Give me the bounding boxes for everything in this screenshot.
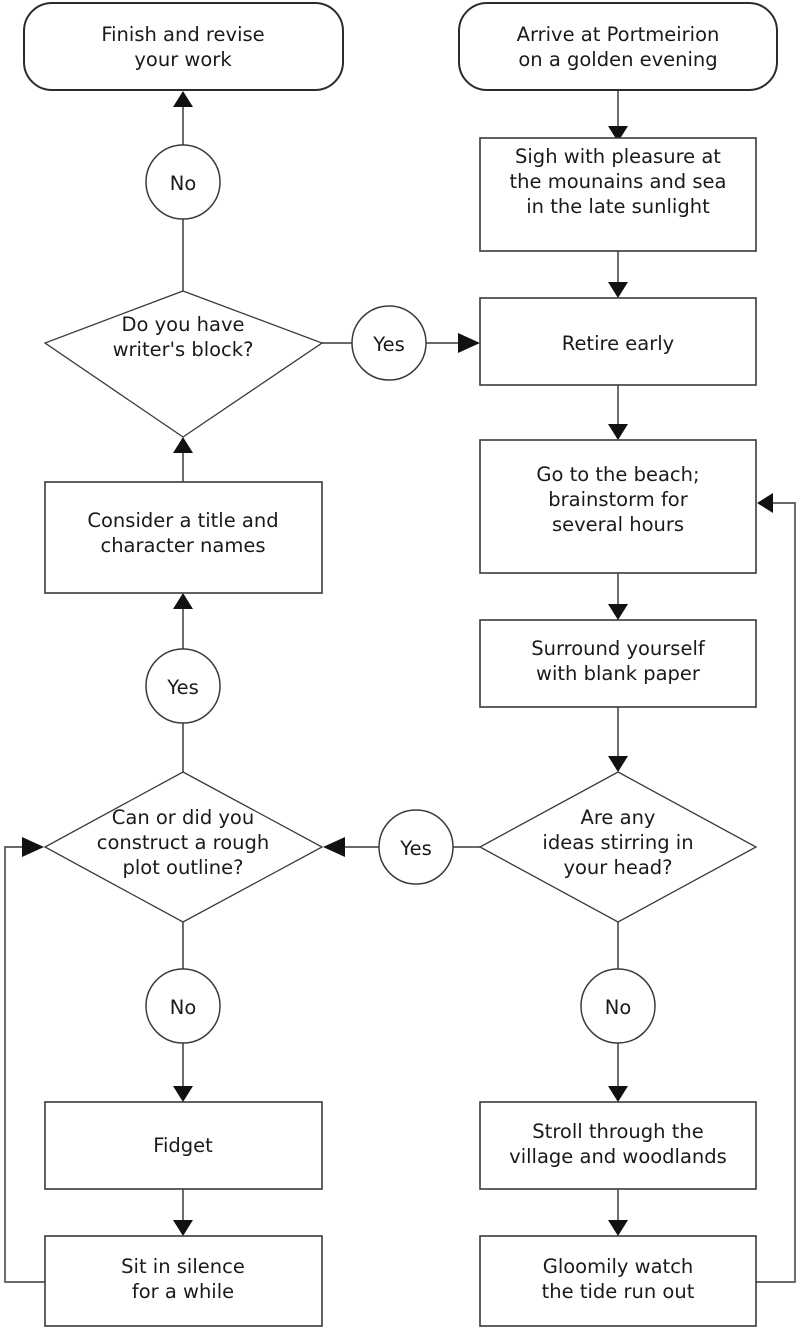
node-label-beach-line1: Go to the beach; xyxy=(536,463,699,486)
node-label-beach-line3: several hours xyxy=(552,513,684,536)
edge-consider-to-writersblock xyxy=(173,437,193,482)
node-label-ideas-line3: your head? xyxy=(563,856,672,879)
edge-beach-to-surround xyxy=(608,573,628,620)
node-label-writersblock-line1: Do you have xyxy=(121,313,244,336)
node-consider-a-title[interactable]: Consider a title and character names xyxy=(44,481,323,594)
node-label-gloomily-line1: Gloomily watch xyxy=(543,1255,694,1278)
edge-no2-to-fidget xyxy=(173,1043,193,1102)
node-label-plot-line1: Can or did you xyxy=(112,806,254,829)
node-label-surround-line2: with blank paper xyxy=(536,662,701,685)
node-label-beach-line2: brainstorm for xyxy=(548,488,689,511)
node-no-circle-writers-block[interactable]: No xyxy=(145,144,221,220)
node-label-yes-1: Yes xyxy=(372,333,404,356)
node-label-no-2: No xyxy=(170,996,197,1019)
node-label-arrive-line2: on a golden evening xyxy=(518,48,717,71)
node-label-consider-line2: character names xyxy=(100,534,265,557)
node-writers-block-decision[interactable]: Do you have writer's block? xyxy=(43,290,324,438)
edge-no3-to-stroll xyxy=(608,1043,628,1102)
node-label-sit-line2: for a while xyxy=(132,1280,234,1303)
edge-retire-to-beach xyxy=(608,385,628,440)
node-no-circle-ideas-stirring[interactable]: No xyxy=(580,968,656,1044)
node-go-to-the-beach[interactable]: Go to the beach; brainstorm for several … xyxy=(479,439,757,574)
edge-sigh-to-retire xyxy=(608,251,628,298)
node-label-gloomily-line2: the tide run out xyxy=(542,1280,695,1303)
edge-arrive-to-sigh xyxy=(608,90,628,142)
node-label-plot-line3: plot outline? xyxy=(122,856,243,879)
edge-sit-to-plot-loop xyxy=(4,837,45,1283)
node-yes-circle-ideas-stirring[interactable]: Yes xyxy=(378,809,454,885)
edge-yes2-to-consider xyxy=(173,593,193,649)
node-plot-outline-decision[interactable]: Can or did you construct a rough plot ou… xyxy=(43,771,324,923)
edge-surround-to-ideas xyxy=(608,707,628,772)
node-label-no-3: No xyxy=(605,996,632,1019)
node-gloomily-watch-tide[interactable]: Gloomily watch the tide run out xyxy=(479,1235,757,1327)
node-ideas-stirring-decision[interactable]: Are any ideas stirring in your head? xyxy=(478,771,758,923)
node-label-retire: Retire early xyxy=(562,332,674,355)
node-label-stroll-line1: Stroll through the xyxy=(532,1120,703,1143)
edge-no1-to-finish xyxy=(173,91,193,146)
node-label-ideas-line2: ideas stirring in xyxy=(542,831,693,854)
node-retire-early[interactable]: Retire early xyxy=(479,297,757,386)
node-label-finish-line2: your work xyxy=(134,48,232,71)
node-label-sit-line1: Sit in silence xyxy=(121,1255,245,1278)
node-label-finish-line1: Finish and revise xyxy=(101,23,264,46)
node-label-ideas-line1: Are any xyxy=(581,806,656,829)
node-label-sigh-line1: Sigh with pleasure at xyxy=(515,145,721,168)
node-label-surround-line1: Surround yourself xyxy=(531,637,706,660)
node-yes-circle-plot-outline[interactable]: Yes xyxy=(145,648,221,724)
node-label-sigh-line2: the mounains and sea xyxy=(510,170,727,193)
node-label-fidget: Fidget xyxy=(153,1134,213,1157)
edge-yes1-to-retire xyxy=(426,333,480,353)
node-sigh-with-pleasure[interactable]: Sigh with pleasure at the mounains and s… xyxy=(479,137,757,252)
edge-fidget-to-sit xyxy=(173,1189,193,1236)
node-label-writersblock-line2: writer's block? xyxy=(113,338,254,361)
node-arrive-at-portmeirion[interactable]: Arrive at Portmeirion on a golden evenin… xyxy=(458,2,778,91)
edge-yes3-to-plot xyxy=(323,837,379,857)
node-label-arrive-line1: Arrive at Portmeirion xyxy=(517,23,720,46)
node-fidget[interactable]: Fidget xyxy=(44,1101,323,1190)
node-label-stroll-line2: village and woodlands xyxy=(509,1145,727,1168)
node-sit-in-silence[interactable]: Sit in silence for a while xyxy=(44,1235,323,1327)
node-finish-and-revise[interactable]: Finish and revise your work xyxy=(23,2,344,91)
edge-stroll-to-gloomily xyxy=(608,1189,628,1236)
edge-gloomily-to-beach-loop xyxy=(756,493,796,1283)
node-yes-circle-writers-block[interactable]: Yes xyxy=(351,305,427,381)
node-label-no-1: No xyxy=(170,172,197,195)
node-stroll-through-village[interactable]: Stroll through the village and woodlands xyxy=(479,1101,757,1190)
node-label-sigh-line3: in the late sunlight xyxy=(526,195,710,218)
node-label-yes-2: Yes xyxy=(166,676,198,699)
node-surround-yourself[interactable]: Surround yourself with blank paper xyxy=(479,619,757,708)
node-label-plot-line2: construct a rough xyxy=(97,831,270,854)
node-label-consider-line1: Consider a title and xyxy=(87,509,278,532)
node-label-yes-3: Yes xyxy=(399,837,431,860)
node-no-circle-plot-outline[interactable]: No xyxy=(145,968,221,1044)
